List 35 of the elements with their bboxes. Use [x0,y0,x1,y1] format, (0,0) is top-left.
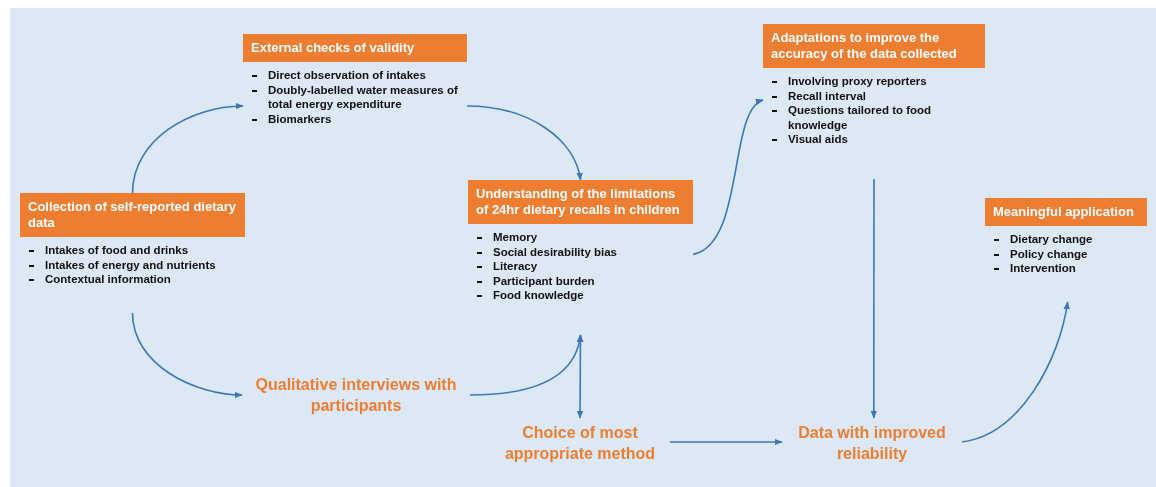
arrow [870,178,877,419]
arrow [692,99,764,256]
arrow [576,334,584,419]
bullet-item: Direct observation of intakes [268,69,426,81]
bullet-item: Intakes of food and drinks [45,244,189,256]
bullet-item: Biomarkers [268,112,332,125]
bullet-item: Doubly-labelled water measures of total energy expenditure [268,83,458,110]
step-label: Data with improved reliability [797,423,947,464]
bullet-item: Contextual information [45,273,171,285]
heading-box: External checks of validity [243,34,467,62]
bullet-item: Policy change [1010,247,1088,260]
arrow [466,105,583,181]
arrow [131,103,244,194]
heading-box: Meaningful application [985,198,1147,226]
bullet-item: Intakes of energy and nutrients [45,258,216,271]
bullet-item: Participant burden [493,274,595,287]
bullet-item: Intervention [1010,262,1076,274]
heading-box: Adaptations to improve the accuracy of the data collected [763,24,985,68]
arrow [669,438,783,446]
bullet-item: Memory [493,231,538,243]
step-label: Choice of most appropriate method [503,423,657,464]
step-label: Qualitative interviews with participants [254,375,458,416]
bullet-item: Dietary change [1010,233,1093,245]
heading-box: Collection of self-reported dietary data [20,193,245,237]
bullet-item: Food knowledge [493,289,584,301]
bullet-item: Involving proxy reporters [788,75,927,87]
heading-box: Understanding of the limitations of 24hr dietary recalls in children [468,180,693,224]
bullet-item: Literacy [493,260,538,272]
bullet-item: Visual aids [788,133,848,145]
bullet-item: Social desirability bias [493,245,617,258]
bullet-item: Questions tailored to food knowledge [788,104,932,131]
arrow [469,334,583,396]
arrow [131,312,243,398]
arrow [961,301,1070,443]
bullet-item: Recall interval [788,89,866,102]
